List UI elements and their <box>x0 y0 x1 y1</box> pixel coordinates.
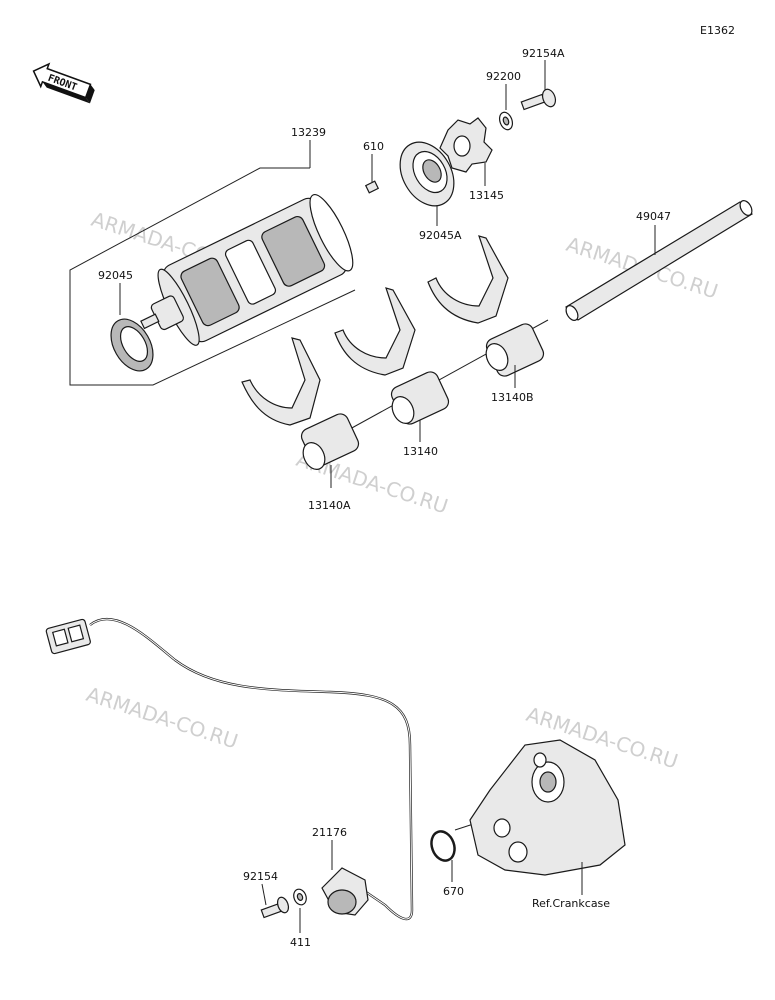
label-13140A: 13140A <box>308 499 351 512</box>
gear-position-sensor-21176 <box>45 617 414 921</box>
washer-92200 <box>498 84 514 131</box>
label-92154A: 92154A <box>522 47 565 60</box>
label-92200: 92200 <box>486 70 521 83</box>
bolt-92154 <box>260 883 290 919</box>
front-arrow-icon: FRONT <box>32 62 95 104</box>
part-labels: 92154A 92200 13145 92045A 13239 610 9204… <box>98 47 671 949</box>
star-wheel-13145 <box>439 117 493 186</box>
label-92045A: 92045A <box>419 229 462 242</box>
label-21176: 21176 <box>312 826 347 839</box>
washer-411 <box>293 888 307 933</box>
label-ref-crankcase: Ref.Crankcase <box>532 897 610 910</box>
label-13145: 13145 <box>469 189 504 202</box>
label-610: 610 <box>363 140 384 153</box>
crankcase-reference <box>469 739 626 895</box>
shift-fork-13140B <box>427 235 545 388</box>
label-13140B: 13140B <box>491 391 534 404</box>
bolt-92154A <box>520 60 557 111</box>
shift-fork-13140 <box>334 287 450 442</box>
label-411: 411 <box>290 936 311 949</box>
shift-drum-assembly <box>69 140 380 386</box>
diagram-code: E1362 <box>700 24 735 37</box>
label-49047: 49047 <box>636 210 671 223</box>
label-92154: 92154 <box>243 870 278 883</box>
label-13239: 13239 <box>291 126 326 139</box>
label-92045: 92045 <box>98 269 133 282</box>
bearing-92045A <box>399 141 455 226</box>
shift-fork-13140A <box>241 337 360 488</box>
watermark-4: ARMADA-CO.RU <box>83 682 241 754</box>
label-13140: 13140 <box>403 445 438 458</box>
label-670: 670 <box>443 885 464 898</box>
